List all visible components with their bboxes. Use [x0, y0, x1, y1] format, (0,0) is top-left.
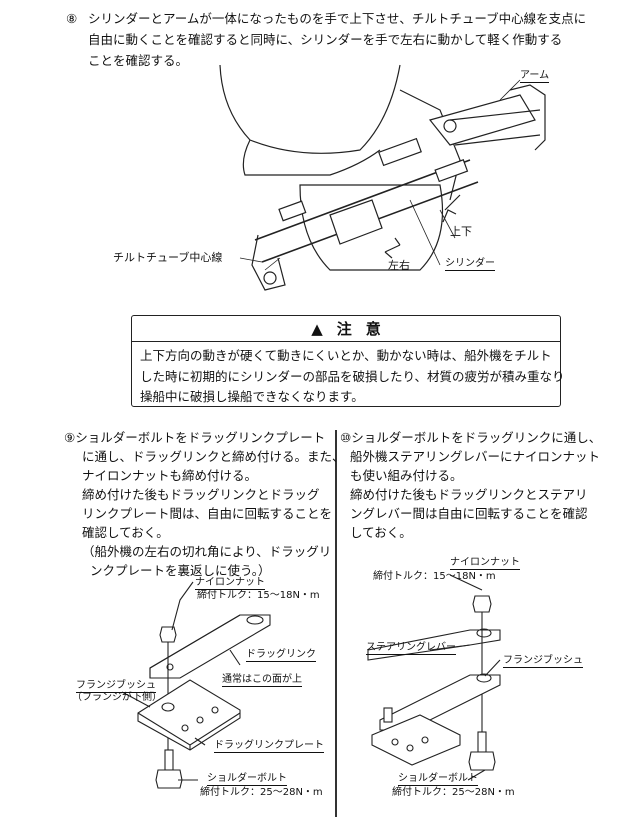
- label-flange-bush: フランジブッシュ: [76, 680, 156, 693]
- label-drag-link-plate: ドラッグリンクプレート: [214, 740, 324, 753]
- step8-number: ⑧: [66, 11, 78, 26]
- label-nylon-nut: ナイロンナット: [195, 577, 265, 590]
- label-nylon-nut: ナイロンナット: [450, 557, 520, 570]
- caution-line: した時に初期的にシリンダーの部品を破損したり、材質の疲労が積み重なり: [140, 368, 565, 384]
- caution-line: 操船中に破損し操船できなくなります。: [140, 389, 364, 404]
- caution-line: 上下方向の動きが硬くて動きにくいとか、動かない時は、船外機をチルト: [140, 348, 552, 363]
- step10-line: 締め付けた後もドラッグリンクとステアリ: [350, 487, 588, 502]
- step9-line: （船外機の左右の切れ角により、ドラッグリ: [82, 544, 332, 559]
- step9-line: 締め付けた後もドラッグリンクとドラッグ: [82, 487, 320, 502]
- caution-title-b: 意: [365, 320, 381, 338]
- caution-title-a: 注: [336, 320, 352, 338]
- step9-line: ナイロンナットも締め付ける。: [82, 468, 258, 483]
- step10-line: ⑩ショルダーボルトをドラッグリンクに通し、: [340, 430, 602, 445]
- step9-line: 確認しておく。: [82, 525, 169, 540]
- label-tilt-tube: チルトチューブ中心線: [113, 251, 223, 264]
- label-cylinder: シリンダー: [445, 258, 495, 271]
- caution-header: ▲ 注 意: [132, 316, 560, 342]
- label-bolt-torque: 締付トルク：25～28N・m: [392, 787, 515, 798]
- step9-line: ⑨ショルダーボルトをドラッグリンクプレート: [64, 430, 326, 445]
- step10-line: も使い組み付ける。: [350, 468, 463, 483]
- label-shoulder-bolt: ショルダーボルト: [398, 773, 478, 786]
- label-flange-bush: フランジブッシュ: [503, 655, 583, 668]
- step10-line: しておく。: [350, 525, 412, 540]
- label-left-right: 左右: [388, 259, 410, 272]
- step9-line: リンクプレート間は、自由に回転することを: [82, 506, 333, 521]
- step8-line: 自由に動くことを確認すると同時に、シリンダーを手で左右に動かして軽く作動する: [88, 32, 563, 47]
- step9-line: ンクプレートを裏返しに使う。）: [90, 563, 271, 578]
- label-up-down: 上下: [450, 225, 472, 238]
- step8-line: シリンダーとアームが一体になったものを手で上下させ、チルトチューブ中心線を支点に: [88, 11, 587, 26]
- label-nut-torque: 締付トルク：15～18N・m: [197, 590, 320, 601]
- label-nut-torque: 締付トルク：15～18N・m: [373, 571, 496, 582]
- label-bolt-torque: 締付トルク：25～28N・m: [200, 787, 323, 798]
- label-steering-lever: ステアリングレバー: [366, 642, 456, 655]
- column-divider: [335, 430, 337, 817]
- label-arm: アーム: [520, 70, 550, 83]
- label-drag-link: ドラッグリンク: [246, 649, 316, 662]
- label-flange-note: （フランジが下側）: [72, 692, 162, 703]
- warning-triangle-icon: ▲: [311, 319, 323, 338]
- step9-line: に通し、ドラッグリンクと締め付ける。また、: [82, 449, 345, 464]
- label-shoulder-bolt: ショルダーボルト: [207, 773, 287, 786]
- step8-line: ことを確認する。: [88, 53, 189, 68]
- step10-line: 船外機ステアリングレバーにナイロンナット: [350, 449, 601, 464]
- step10-line: ングレバー間は自由に回転することを確認: [350, 506, 588, 521]
- label-face-up: 通常はこの面が上: [222, 674, 302, 687]
- caution-box: ▲ 注 意 上下方向の動きが硬くて動きにくいとか、動かない時は、船外機をチルト …: [131, 315, 565, 407]
